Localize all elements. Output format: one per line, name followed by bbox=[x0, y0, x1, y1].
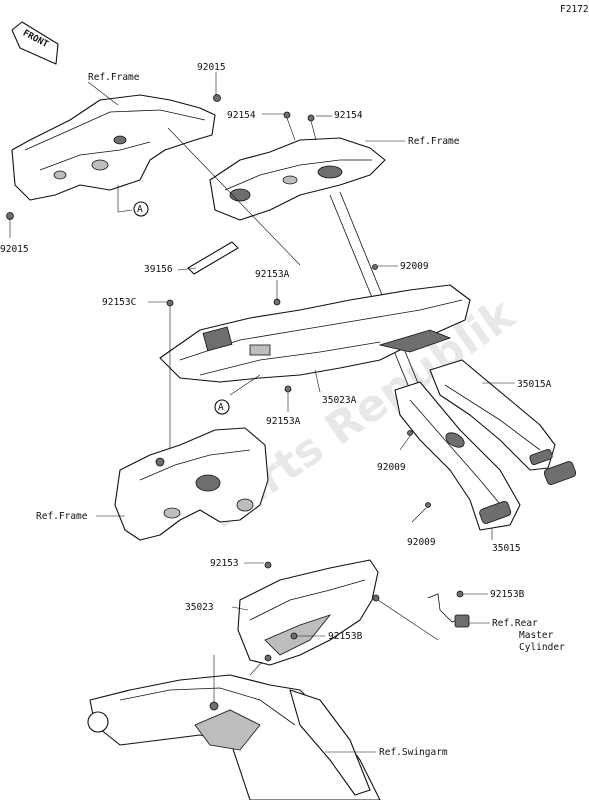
part-35023 bbox=[237, 559, 380, 666]
label-92153c: 92153C bbox=[102, 297, 136, 308]
label-35015a: 35015A bbox=[517, 379, 552, 390]
label-35015: 35015 bbox=[492, 543, 521, 554]
figure-code: F2172 bbox=[560, 4, 589, 15]
label-92154-left: 92154 bbox=[227, 110, 256, 121]
swingarm bbox=[87, 655, 381, 800]
label-35023a: 35023A bbox=[322, 395, 357, 406]
label-92009-top: 92009 bbox=[400, 261, 429, 272]
label-ref-frame-left: Ref.Frame bbox=[36, 511, 88, 522]
label-ref-rear-master-3: Cylinder bbox=[519, 642, 565, 653]
part-35023a-fender bbox=[159, 264, 471, 393]
label-92154-right: 92154 bbox=[334, 110, 363, 121]
label-92009-mid: 92009 bbox=[377, 462, 406, 473]
label-ref-frame-top-left: Ref.Frame bbox=[88, 72, 140, 83]
label-92153a-bottom: 92153A bbox=[266, 416, 301, 427]
marker-a-bottom bbox=[214, 399, 230, 415]
label-ref-frame-right: Ref.Frame bbox=[408, 136, 460, 147]
label-ref-rear-master-2: Master bbox=[519, 630, 554, 641]
label-92153a-top: 92153A bbox=[255, 269, 290, 280]
label-92009-low: 92009 bbox=[407, 537, 436, 548]
marker-a-bottom-label: A bbox=[218, 402, 224, 413]
label-35023: 35023 bbox=[185, 602, 214, 613]
part-39156 bbox=[187, 241, 239, 275]
frame-upper-right bbox=[209, 111, 386, 221]
label-92015-top: 92015 bbox=[197, 62, 226, 73]
label-92153b-right: 92153B bbox=[490, 589, 525, 600]
label-ref-rear-master-1: Ref.Rear bbox=[492, 618, 538, 629]
label-ref-swingarm: Ref.Swingarm bbox=[379, 747, 448, 758]
frame-upper-left bbox=[6, 94, 221, 220]
rear-master-cylinder bbox=[427, 590, 470, 628]
label-92153b-mid: 92153B bbox=[328, 631, 363, 642]
part-35015a bbox=[429, 359, 577, 485]
marker-a-top bbox=[133, 201, 149, 217]
label-92015-bottom: 92015 bbox=[0, 244, 29, 255]
front-arrow-icon: FRONT bbox=[11, 21, 59, 65]
frame-lower-left bbox=[114, 427, 269, 541]
marker-a-top-label: A bbox=[137, 204, 143, 215]
part-35015 bbox=[394, 381, 521, 531]
label-39156: 39156 bbox=[144, 264, 173, 275]
label-92153: 92153 bbox=[210, 558, 239, 569]
